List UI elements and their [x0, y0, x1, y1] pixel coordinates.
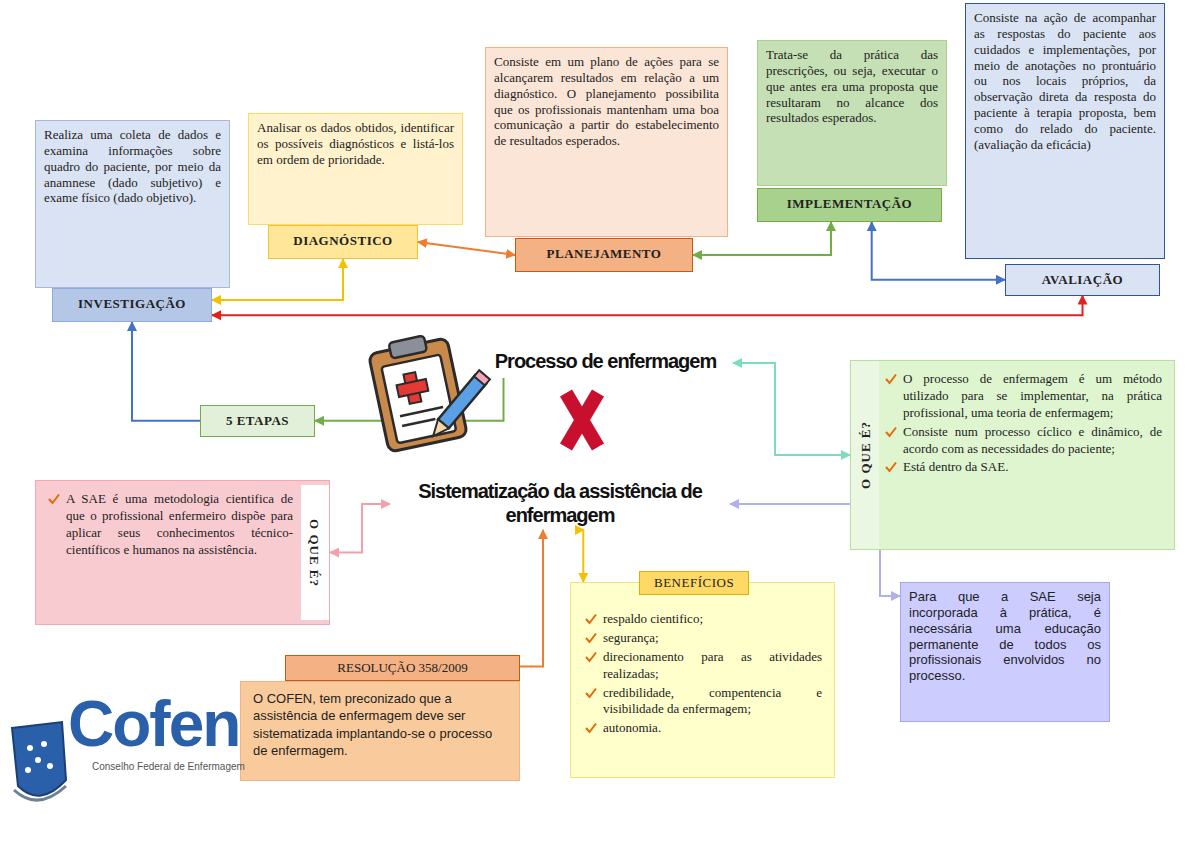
node-text: Trata-se da prática das prescrições, ou …	[766, 47, 938, 126]
node-text: AVALIAÇÃO	[1006, 265, 1159, 295]
node-text: DIAGNÓSTICO	[269, 226, 417, 256]
list-text: segurança;	[603, 630, 822, 647]
connector-arrow	[733, 363, 850, 455]
definition-box: O QUE É? O processo de enfermagem é um mé…	[850, 360, 1175, 550]
check-mark	[585, 651, 597, 663]
list-item: credibilidade, compentencia e visibilida…	[585, 685, 822, 719]
connector-arrow	[132, 322, 200, 421]
check-mark	[585, 687, 597, 699]
node-text: 5 ETAPAS	[201, 406, 314, 436]
list-item: direcionamento para as atividades realiz…	[585, 649, 822, 683]
step-description: Trata-se da prática das prescrições, ou …	[757, 40, 947, 186]
title-text: Sistematização da assistência de enferma…	[390, 478, 730, 530]
list-item: segurança;	[585, 630, 822, 647]
check-mark	[585, 613, 597, 625]
step-label: PLANEJAMENTO	[515, 238, 693, 272]
step-label: DIAGNÓSTICO	[268, 225, 418, 259]
clipboard-icon	[368, 336, 489, 453]
check-mark	[585, 632, 597, 644]
check-mark	[585, 722, 597, 734]
list-text: Está dentro da SAE.	[903, 459, 1162, 476]
list-item: Consiste num processo cíclico e dinâmico…	[885, 424, 1162, 458]
step-count-box: 5 ETAPAS	[200, 405, 315, 437]
logo-subtitle: Conselho Federal de Enfermagem	[92, 762, 245, 772]
logo-wordmark: Cofen	[68, 692, 239, 756]
check-mark	[885, 461, 897, 473]
node-text: Sistematização da assistência de enferma…	[391, 479, 729, 527]
list-text: direcionamento para as atividades realiz…	[603, 649, 822, 683]
box-heading: BENEFÍCIOS	[639, 571, 749, 595]
list-item: A SAE é uma metodologia cientifica de qu…	[48, 491, 293, 559]
vertical-heading: O QUE É?	[309, 519, 322, 587]
list-item: O processo de enfermagem é um método uti…	[885, 371, 1162, 422]
step-description: Consiste na ação de acompanhar as respos…	[965, 3, 1165, 259]
cofen-shield	[12, 722, 66, 800]
step-label: AVALIAÇÃO	[1005, 264, 1160, 296]
node-text: PLANEJAMENTO	[516, 239, 692, 269]
node-text: Consiste em um plano de ações para se al…	[494, 54, 719, 149]
list-text: respaldo cientifico;	[603, 611, 822, 628]
node-text: IMPLEMENTAÇÃO	[758, 189, 941, 219]
list-text: O processo de enfermagem é um método uti…	[903, 371, 1162, 422]
check-mark	[885, 373, 897, 385]
step-label: IMPLEMENTAÇÃO	[757, 188, 942, 222]
step-description: Analisar os dados obtidos, identificar o…	[248, 113, 463, 225]
note-box: Para que a SAE seja incorporada à prátic…	[900, 582, 1110, 722]
list-text: autonomia.	[603, 720, 822, 737]
list-item: autonomia.	[585, 720, 822, 737]
box-heading: RESOLUÇÃO 358/2009	[285, 655, 520, 681]
list-text: Consiste num processo cíclico e dinâmico…	[903, 424, 1162, 458]
node-text: Para que a SAE seja incorporada à prátic…	[909, 589, 1101, 684]
red-cross-mark	[566, 393, 598, 447]
step-label: INVESTIGAÇÃO	[52, 288, 212, 322]
connector-arrow	[418, 242, 515, 255]
node-text: Processo de enfermagem	[479, 349, 732, 373]
step-description: Realiza uma coleta de dados e examina in…	[35, 120, 230, 288]
resolution-box: RESOLUÇÃO 358/2009O COFEN, tem preconiza…	[240, 655, 520, 800]
node-text: Consiste na ação de acompanhar as respos…	[974, 10, 1156, 153]
vertical-heading: O QUE É?	[859, 421, 872, 489]
node-text: Analisar os dados obtidos, identificar o…	[257, 120, 454, 168]
title-text: Processo de enfermagem	[478, 348, 733, 378]
check-mark	[885, 426, 897, 438]
connector-arrow	[212, 259, 343, 300]
connector-arrow	[582, 530, 585, 582]
step-description: Consiste em um plano de ações para se al…	[485, 47, 728, 237]
check-mark	[48, 493, 60, 505]
connector-arrow	[330, 504, 390, 553]
list-text: A SAE é uma metodologia cientifica de qu…	[66, 491, 293, 559]
definition-box: O QUE É? A SAE é uma metodologia cientifi…	[35, 480, 330, 625]
node-text: Realiza uma coleta de dados e examina in…	[44, 127, 221, 206]
body-text: O COFEN, tem preconizado que a assistênc…	[240, 681, 520, 781]
list-text: credibilidade, compentencia e visibilida…	[603, 685, 822, 719]
benefits-box: BENEFÍCIOSrespaldo cientifico;segurança;…	[570, 582, 835, 778]
connector-arrow	[212, 296, 1083, 316]
node-text: INVESTIGAÇÃO	[53, 289, 211, 319]
list-item: Está dentro da SAE.	[885, 459, 1162, 476]
list-item: respaldo cientifico;	[585, 611, 822, 628]
connector-arrow	[520, 530, 543, 667]
